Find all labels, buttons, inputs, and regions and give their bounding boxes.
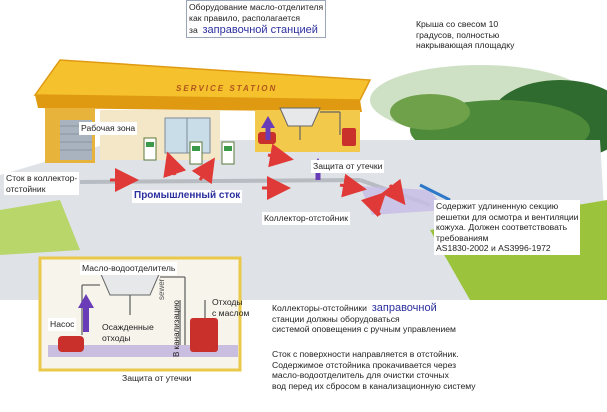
grass-left [0, 200, 80, 255]
surface-note-line-2: Содержимое отстойника прокачивается чере… [272, 359, 457, 370]
inset-settled-line-1: Осажденные [102, 322, 154, 332]
inset-sewer-label: sewer [157, 278, 166, 300]
extended-section-callout: Содержит удлиненную секцию решетки для о… [434, 200, 581, 255]
surface-note-line-3: масло-водоотделитель для очистки сточных [272, 370, 449, 380]
inset-pump-arrow [78, 294, 94, 332]
equipment-location-prefix: за [189, 25, 198, 35]
extended-section-line-3: кожуха. Должен соответствовать [436, 222, 568, 232]
drain-to-collector-callout: Сток в коллектор- отстойник [4, 172, 80, 195]
drain-to-collector-line-2: отстойник [6, 183, 46, 194]
surface-note-line-1: Сток с поверхности направляется в отстой… [272, 349, 459, 359]
roof-line-2: градусов, полностью [416, 29, 500, 40]
equipment-location-callout: Оборудование масло-отделителя как правил… [186, 0, 327, 38]
inset-pump-label: Насос [48, 318, 77, 331]
inset-oil-waste-line-1: Отходы [212, 297, 243, 307]
collectors-note-prefix: Коллекторы-отстойники [272, 303, 367, 313]
inset-settled-waste-label: Осажденные отходы [102, 322, 154, 343]
inset-oil-waste-line-2: с маслом [212, 307, 250, 318]
collectors-note: Коллекторы-отстойники заправочной станци… [270, 302, 458, 336]
equipment-location-line-1: Оборудование масло-отделителя [189, 2, 324, 12]
extended-section-line-4: требованиям [436, 232, 489, 243]
collectors-note-line-1: Коллекторы-отстойники заправочной [272, 303, 456, 314]
inset-to-sewer-label: В канализацию [172, 300, 181, 357]
roof-line-3: накрывающая площадку [416, 40, 515, 50]
inset-leak-protection-label: Защита от утечки [120, 372, 194, 385]
drain-to-collector-line-1: Сток в коллектор- [6, 173, 78, 183]
inset-separator [81, 271, 206, 345]
inset-oil-drum [58, 318, 218, 352]
industrial-drain-label: Промышленный сток [132, 190, 243, 203]
equipment-location-line-3: за заправочной станцией [189, 25, 323, 36]
station-sign: SERVICE STATION [176, 84, 278, 93]
station-building [33, 59, 372, 163]
inset-oil-waste-label: Отходы с маслом [212, 297, 249, 318]
work-zone-label: Рабочая зона [79, 122, 138, 135]
inset-oil-separator-label: Масло-водоотделитель [80, 262, 178, 275]
equipment-location-accent: заправочной станцией [202, 24, 318, 36]
extended-section-line-1: Содержит удлиненную секцию [436, 201, 559, 211]
arrow-icon [110, 143, 406, 218]
surface-note-line-4: вод перед их сбросом в канализационную с… [272, 380, 476, 391]
oil-separator-icon [279, 107, 341, 140]
inset-settled-line-2: отходы [102, 332, 131, 343]
equipment-location-line-2: как правило, располагается [189, 12, 301, 23]
roof-line-1: Крыша со свесом 10 [416, 19, 499, 29]
collectors-note-accent: заправочной [371, 302, 437, 314]
collectors-note-line-3: системой оповещения с ручным управлением [272, 324, 456, 334]
surface-runoff-note: Сток с поверхности направляется в отстой… [270, 348, 478, 392]
extended-section-line-5: AS1830-2002 и AS3996-1972 [436, 243, 551, 253]
collectors-note-line-2: станции должны оборудоваться [272, 313, 400, 324]
leak-protection-label: Защита от утечки [311, 160, 385, 173]
roof-callout: Крыша со свесом 10 градусов, полностью н… [414, 18, 517, 52]
collector-sump-label: Коллектор-отстойник [262, 212, 350, 225]
fuel-pump-icon [143, 137, 235, 165]
extended-section-line-2: решетки для осмотра и вентиляции [436, 211, 579, 222]
